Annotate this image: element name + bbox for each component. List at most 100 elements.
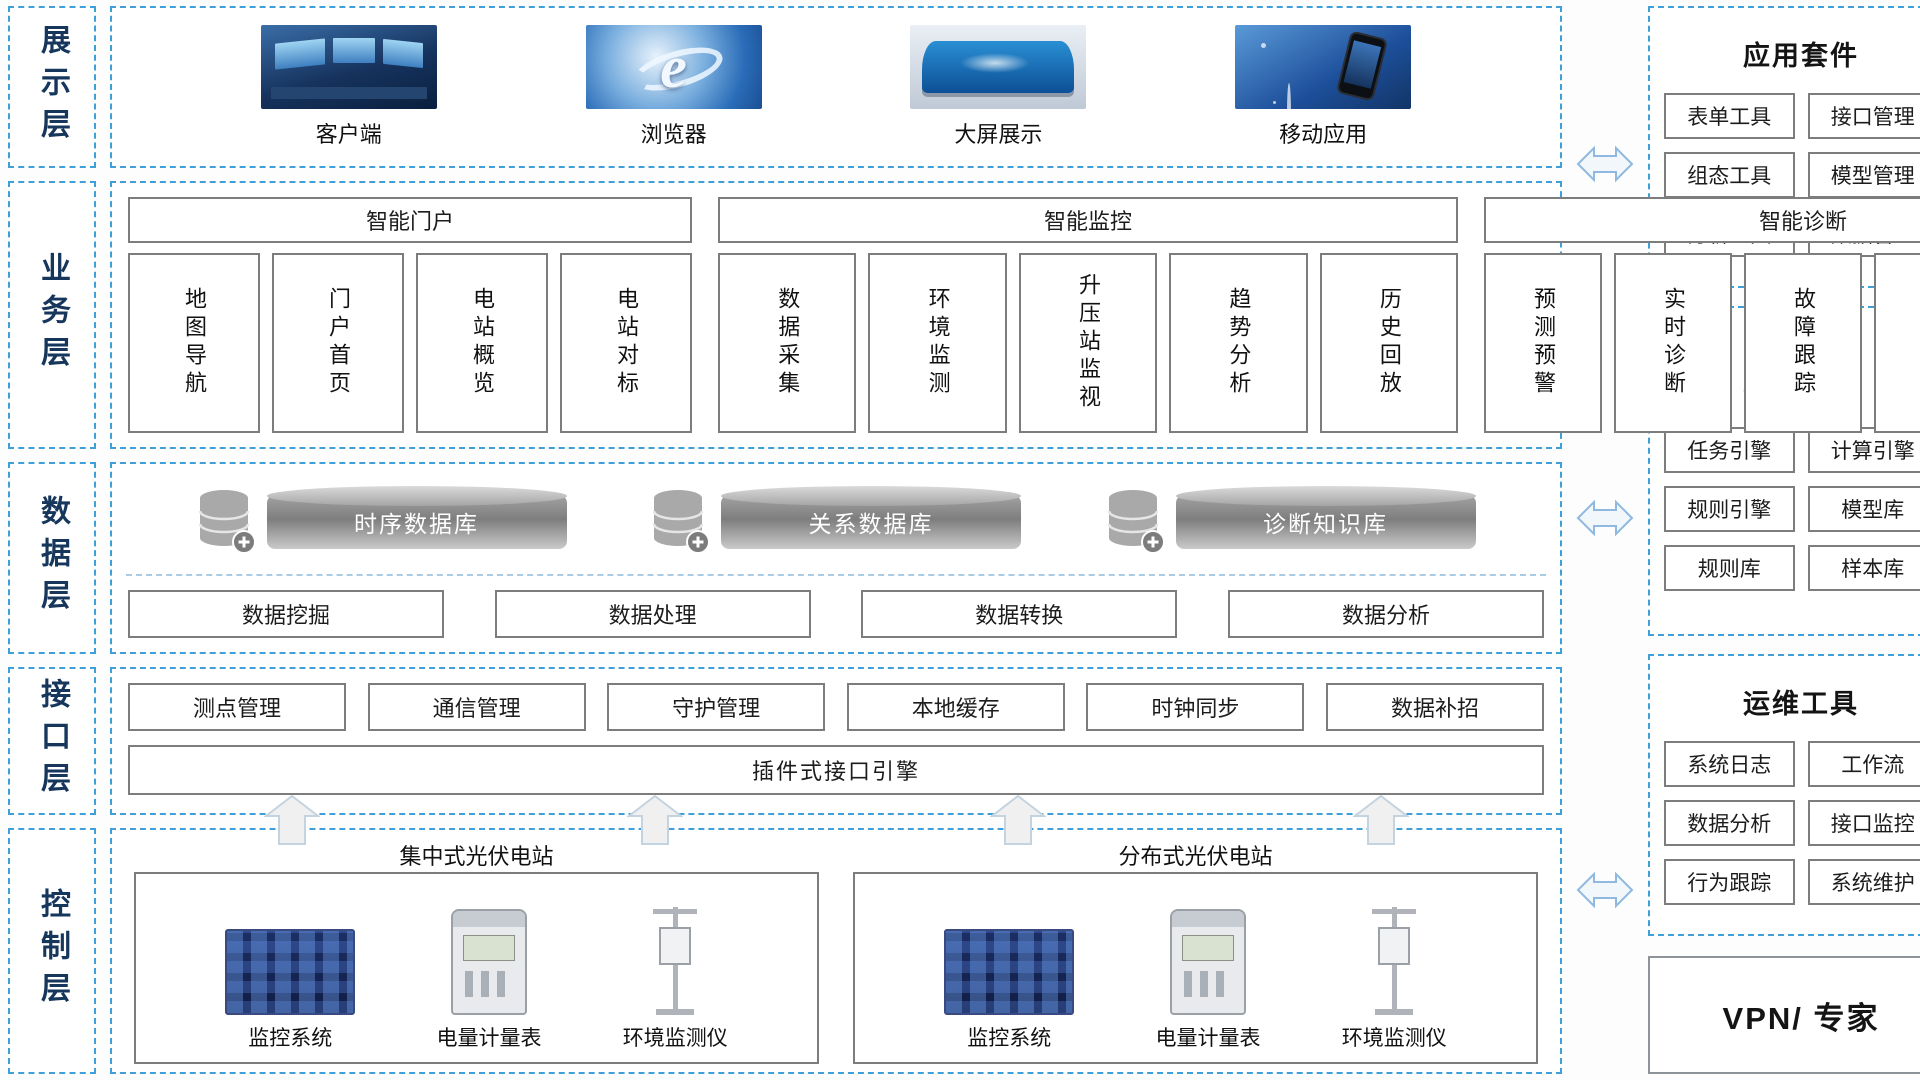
data-layer-section: 时序数据库 关系数据库 (110, 462, 1562, 654)
panel-cell: 规则库 (1664, 545, 1795, 591)
device-environment-monitor: 环境监测仪 (623, 897, 728, 1052)
device-label: 电量计量表 (436, 1027, 542, 1050)
layer-label-text: 接口层 (36, 678, 69, 804)
device-label: 环境监测仪 (622, 1027, 728, 1050)
interface-module-box: 时钟同步 (1086, 683, 1305, 731)
device-monitoring-system: 监控系统 (225, 897, 356, 1052)
browser-image: e (585, 25, 762, 109)
business-item-label: 预测预警 (1531, 287, 1556, 399)
layer-label-text: 展示层 (36, 24, 69, 150)
device-monitoring-system: 监控系统 (944, 897, 1075, 1052)
exchange-arrow-column (1576, 6, 1634, 1074)
business-item-label: 实时诊断 (1661, 287, 1686, 399)
device-image-wrap (225, 897, 356, 1015)
control-row: 集中式光伏电站 监控系统 (134, 838, 1538, 1064)
panel-title: 运维工具 (1743, 689, 1859, 719)
data-layer-divider (126, 574, 1546, 576)
panel-cell: 样本库 (1807, 545, 1920, 591)
device-image-wrap (1170, 897, 1246, 1015)
business-item-label: 地图导航 (182, 287, 207, 399)
station-title: 集中式光伏电站 (399, 844, 554, 869)
database-icon (1107, 490, 1165, 554)
device-image-wrap (451, 897, 527, 1015)
business-item-label: 历史回放 (1376, 287, 1402, 399)
device-label: 环境监测仪 (1341, 1027, 1447, 1050)
main-diagram-column: 客户端 e 浏览器 大屏展示 (110, 6, 1920, 1074)
business-item-label: 电站概览 (470, 287, 495, 399)
knowledge-db-group: 诊断知识库 (1106, 486, 1476, 556)
layer-label-text: 数据层 (36, 495, 69, 621)
desk-shape (270, 87, 427, 99)
phone-shape (1336, 30, 1389, 102)
panel-cell: 计算引擎 (1807, 427, 1920, 473)
database-row: 时序数据库 关系数据库 (112, 464, 1560, 568)
business-item-label: 环境监测 (925, 287, 951, 399)
device-image-wrap (944, 897, 1075, 1015)
right-panel-column: 应用套件 表单工具 接口管理 组态工具 模型管理 分析工具 数据管理 平台支撑 … (1648, 6, 1920, 1074)
database-label: 时序数据库 (354, 511, 479, 537)
double-arrow-icon (1576, 871, 1634, 909)
environment-monitor-image (1362, 903, 1426, 1015)
business-group-diagnosis: 智能诊断 预测预警 实时诊断 故障跟踪 运行分析 PR分析 (1484, 197, 1920, 433)
control-layer-section: 集中式光伏电站 监控系统 (110, 828, 1562, 1074)
centralized-station-group: 集中式光伏电站 监控系统 (134, 838, 819, 1064)
business-group-title: 智能门户 (128, 197, 692, 243)
meter-top-shape (453, 911, 525, 927)
layer-label-business: 业务层 (8, 181, 96, 449)
bigscreen-label: 大屏展示 (954, 122, 1043, 147)
ie-logo-icon: e (660, 34, 687, 100)
power-meter-image (1170, 909, 1246, 1015)
panel-cell: 数据分析 (1664, 800, 1795, 846)
double-arrow-icon (1576, 499, 1634, 537)
client-item: 客户端 (260, 25, 437, 149)
plugin-interface-engine-bar: 插件式接口引擎 (128, 745, 1544, 795)
mobile-image (1235, 25, 1412, 109)
relational-db-group: 关系数据库 (651, 486, 1021, 556)
device-label: 监控系统 (967, 1027, 1052, 1050)
business-item: 升压站监视 (1018, 253, 1158, 433)
power-meter-image (451, 909, 527, 1015)
device-power-meter: 电量计量表 (1156, 897, 1261, 1052)
timeseries-database-cylinder: 时序数据库 (266, 486, 567, 549)
database-label: 诊断知识库 (1263, 511, 1388, 537)
business-items: 数据采集 环境监测 升压站监视 趋势分析 历史回放 (718, 253, 1459, 433)
business-item: 实时诊断 (1614, 253, 1732, 433)
browser-label: 浏览器 (640, 122, 707, 147)
monitoring-system-image (944, 929, 1075, 1015)
env-base-shape (656, 1009, 695, 1015)
vpn-expert-box: VPN/ 专家 (1648, 956, 1920, 1074)
business-item: 历史回放 (1319, 253, 1459, 433)
relational-database-cylinder: 关系数据库 (721, 486, 1021, 549)
business-item: 数据采集 (718, 253, 857, 433)
interface-module-box: 数据补招 (1325, 683, 1544, 731)
speck-shape (1273, 101, 1277, 104)
double-arrow-icon (1576, 145, 1634, 183)
business-item: 预测预警 (1484, 253, 1602, 433)
distributed-station-group: 分布式光伏电站 监控系统 (853, 838, 1538, 1064)
layer-label-control: 控制层 (8, 828, 96, 1074)
business-item: 电站对标 (560, 253, 692, 433)
meter-buttons-shape (465, 971, 513, 997)
device-environment-monitor: 环境监测仪 (1342, 897, 1447, 1052)
interface-module-box: 本地缓存 (846, 683, 1065, 731)
station-box: 监控系统 电量计量表 (853, 872, 1538, 1064)
business-item-label: 数据采集 (775, 287, 801, 399)
station-box: 监控系统 电量计量表 (134, 872, 819, 1064)
panel-cell: 任务引擎 (1664, 427, 1795, 473)
panel-cell: 接口监控 (1807, 800, 1920, 846)
meter-screen-shape (1182, 935, 1234, 961)
business-item: 趋势分析 (1169, 253, 1308, 433)
data-function-box: 数据挖掘 (128, 590, 444, 638)
monitoring-system-image (225, 929, 356, 1015)
panel-title: 应用套件 (1743, 41, 1859, 71)
panel-cell: 模型管理 (1807, 152, 1920, 198)
interface-module-row: 测点管理 通信管理 守护管理 本地缓存 时钟同步 数据补招 (128, 683, 1544, 731)
data-function-box: 数据转换 (861, 590, 1178, 638)
business-item: 环境监测 (868, 253, 1007, 433)
env-box-shape (659, 927, 692, 965)
business-item: 故障跟踪 (1744, 253, 1862, 433)
device-label: 电量计量表 (1155, 1027, 1261, 1050)
station-title: 分布式光伏电站 (1118, 844, 1273, 869)
business-group-portal: 智能门户 地图导航 门户首页 电站概览 电站对标 (128, 197, 692, 433)
